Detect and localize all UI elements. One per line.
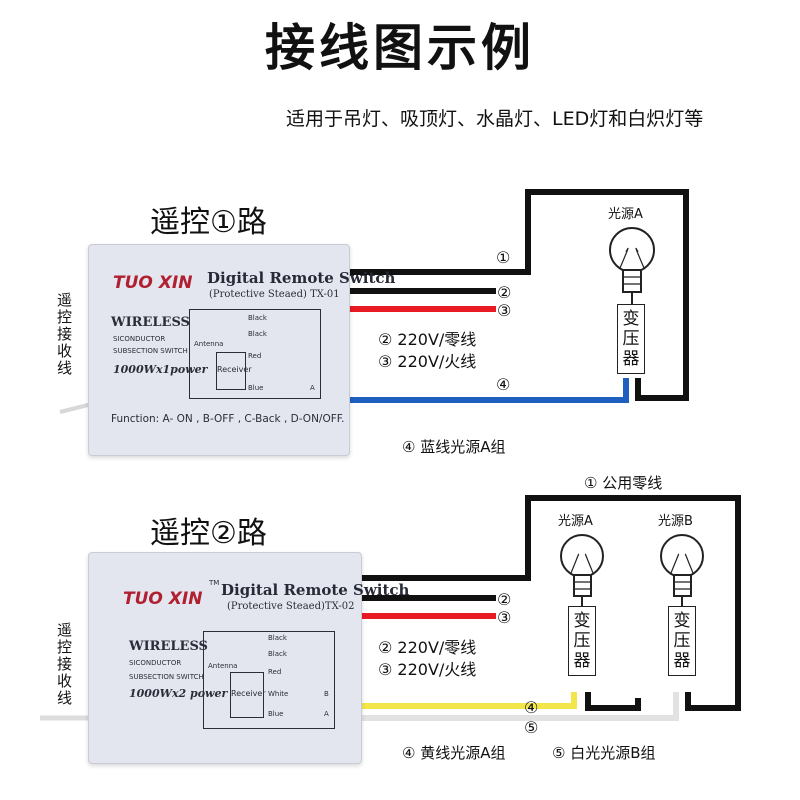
s2-wire-label-blue: Blue xyxy=(268,710,284,718)
s2-wireless-label: WIRELESS xyxy=(129,639,208,654)
s1-wire-1-neutral xyxy=(348,189,689,401)
s1-wire-label-black-1: Black xyxy=(248,314,267,322)
s2-title: 遥控②路 xyxy=(150,516,267,551)
s1-receiver-wire-label: 遥 控 接 收 线 xyxy=(56,291,72,377)
s2-power-rating: 1000Wx2 power xyxy=(129,687,228,700)
s1-module-name: Digital Remote Switch xyxy=(207,269,396,287)
s2-lamp-a-label: 光源A xyxy=(558,514,593,529)
diagram-subtitle: 适用于吊灯、吸顶灯、水晶灯、LED灯和白炽灯等 xyxy=(286,108,704,130)
s2-module-name: Digital Remote Switch xyxy=(221,581,410,599)
s2-transformer-b: 变 压 器 xyxy=(668,606,696,676)
s2-wire-num-4: ④ xyxy=(524,698,539,717)
s1-line2: SUBSECTION SWITCH xyxy=(113,347,188,355)
s2-channel-b: B xyxy=(324,690,329,698)
s2-module-model: (Protective Steaed)TX-02 xyxy=(227,601,355,612)
s1-function-text: Function: A- ON , B-OFF , C-Back , D-ON/… xyxy=(111,413,345,425)
s1-wire-label-blue: Blue xyxy=(248,384,264,392)
s1-wireless-label: WIRELESS xyxy=(111,315,190,330)
s2-common-neutral-label: ① 公用零线 xyxy=(584,474,663,492)
s1-circuit-diagram: Antenna Receiver Black Black Red Blue A xyxy=(189,309,321,399)
s1-wire-num-2: ② xyxy=(497,283,512,302)
s2-brand-logo: TUO XIN xyxy=(123,589,203,609)
s1-wire-num-4: ④ xyxy=(496,375,511,394)
s1-wire-4-blue xyxy=(348,378,629,403)
s2-transformer-a: 变 压 器 xyxy=(568,606,596,676)
s1-transformer: 变 压 器 xyxy=(617,304,645,374)
s2-wire-desc-2: ② 220V/零线 xyxy=(378,638,477,657)
s2-wire-label-white: White xyxy=(268,690,289,698)
s2-wire-5-white xyxy=(360,692,679,721)
s1-remote-switch-module: TUO XIN Digital Remote Switch (Protectiv… xyxy=(88,244,395,456)
s1-note-blue-group: ④ 蓝线光源A组 xyxy=(402,438,506,456)
s1-lamp-a-label: 光源A xyxy=(608,207,643,222)
s2-wire-num-3: ③ xyxy=(497,608,512,627)
s1-lamp-a-bulb-icon xyxy=(609,227,655,304)
s2-lamp-b-bulb-icon xyxy=(660,534,704,606)
s2-line1: SICONDUCTOR xyxy=(129,659,182,667)
s2-remote-switch-module: TUO XIN TM Digital Remote Switch (Protec… xyxy=(88,552,409,764)
s1-receiver-wire xyxy=(59,402,93,414)
s2-wire-num-2: ② xyxy=(497,590,512,609)
s2-wire-1-branch xyxy=(585,692,641,711)
s2-line2: SUBSECTION SWITCH xyxy=(129,673,204,681)
s2-note-yellow-group: ④ 黄线光源A组 xyxy=(402,744,506,762)
s1-channel-a: A xyxy=(310,384,315,392)
s2-receiver-box: Receiver xyxy=(230,672,266,718)
s2-wire-num-5: ⑤ xyxy=(524,718,539,737)
s1-receiver-box: Receiver xyxy=(216,352,252,390)
s1-module-model: (Protective Steaed) TX-01 xyxy=(209,289,340,300)
s1-wire-num-1: ① xyxy=(496,248,511,267)
s2-wire-label-black-1: Black xyxy=(268,634,287,642)
s2-channel-a: A xyxy=(324,710,329,718)
s1-line1: SICONDUCTOR xyxy=(113,335,166,343)
s2-lamp-a-bulb-icon xyxy=(560,534,604,606)
s1-antenna-label: Antenna xyxy=(194,340,224,348)
s1-wire-desc-2: ② 220V/零线 xyxy=(378,330,477,349)
s2-receiver-wire-label: 遥 控 接 收 线 xyxy=(56,621,72,707)
s1-wire-num-3: ③ xyxy=(497,301,512,320)
s2-trademark: TM xyxy=(209,579,220,587)
s2-circuit-diagram: Antenna Receiver Black Black Red White B… xyxy=(203,631,335,729)
s1-brand-logo: TUO XIN xyxy=(113,273,193,293)
s1-power-rating: 1000Wx1power xyxy=(113,363,208,376)
s2-wire-1-common-neutral xyxy=(360,495,741,711)
s2-wire-desc-3: ③ 220V/火线 xyxy=(378,660,477,679)
s2-antenna-label: Antenna xyxy=(208,662,238,670)
s2-wire-label-red: Red xyxy=(268,668,282,676)
s1-title: 遥控①路 xyxy=(150,205,267,240)
s2-note-white-group: ⑤ 白光光源B组 xyxy=(552,744,656,762)
s2-lamp-b-label: 光源B xyxy=(658,514,693,529)
s2-wire-4-yellow xyxy=(360,692,577,709)
s1-wire-desc-3: ③ 220V/火线 xyxy=(378,352,477,371)
diagram-title: 接线图示例 xyxy=(265,19,535,77)
s1-wire-label-black-2: Black xyxy=(248,330,267,338)
s1-wire-label-red: Red xyxy=(248,352,262,360)
s2-wire-label-black-2: Black xyxy=(268,650,287,658)
